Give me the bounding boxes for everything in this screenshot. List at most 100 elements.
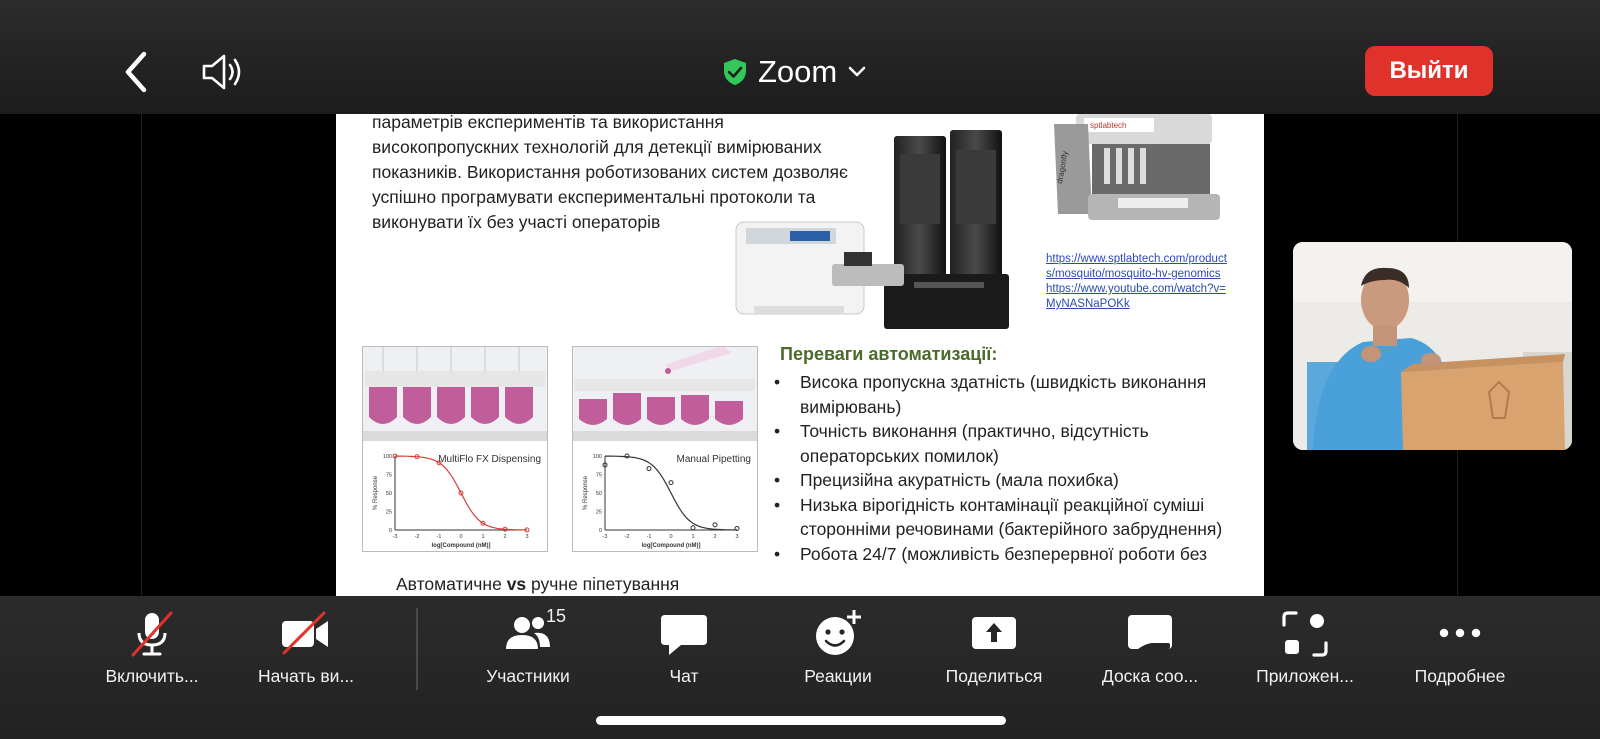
data-point — [624, 453, 630, 459]
chevron-down-icon — [848, 66, 866, 77]
shared-screen-stage: параметрів експериментів та використання… — [0, 114, 1600, 596]
data-point — [602, 462, 608, 468]
reference-link[interactable]: s/mosquito/mosquito-hv-genomics — [1046, 268, 1221, 280]
microphone-muted-icon — [122, 608, 182, 660]
chat-button[interactable]: Чат — [648, 608, 720, 688]
whiteboard-label: Доска соо... — [1101, 666, 1199, 686]
home-indicator[interactable] — [596, 716, 1006, 725]
data-point — [458, 490, 464, 496]
leave-button[interactable]: Выйти — [1365, 46, 1493, 96]
advantage-item: Прецизійна акуратність (мала похибка) — [772, 468, 1262, 493]
more-dots-icon — [1430, 608, 1490, 660]
unmute-button[interactable]: Включить... — [96, 608, 208, 688]
advantage-item: Низька вірогідність контамінації реакцій… — [772, 493, 1262, 542]
plot-caption: Автоматичне vs ручне піпетування — [396, 574, 679, 595]
reactions-button[interactable]: Реакции — [792, 608, 884, 688]
x-tick-label: 3 — [735, 534, 738, 540]
meeting-title: Zoom — [758, 54, 838, 89]
y-axis-label: % Response — [583, 475, 589, 510]
data-point — [392, 453, 398, 459]
y-tick-label: 25 — [386, 510, 392, 516]
x-tick-label: 1 — [691, 534, 694, 540]
advantages-title: Переваги автоматизації: — [780, 344, 998, 364]
data-point — [524, 527, 530, 533]
meeting-title-dropdown[interactable]: Zoom — [722, 50, 867, 94]
data-point — [734, 525, 740, 531]
y-tick-label: 100 — [593, 454, 602, 460]
chat-bubble-icon — [654, 608, 714, 660]
x-tick-label: -2 — [625, 534, 630, 540]
start-video-button[interactable]: Начать ви... — [250, 608, 362, 688]
x-tick-label: 2 — [713, 534, 716, 540]
caption-automatic: Автоматичне — [396, 574, 507, 594]
chat-label: Чат — [669, 666, 699, 686]
well-plate-pipette-image — [573, 347, 757, 441]
whiteboard-icon-graphic — [1128, 615, 1172, 649]
participant-video-tile[interactable] — [1293, 242, 1572, 450]
apps-icon — [1275, 608, 1335, 660]
x-tick-label: 1 — [481, 534, 484, 540]
x-tick-label: -1 — [437, 534, 442, 540]
more-button[interactable]: Подробнее — [1408, 608, 1512, 688]
whiteboard-icon — [1120, 608, 1180, 660]
y-axis-label: % Response — [373, 475, 379, 510]
speaker-video-image — [1293, 242, 1572, 450]
apps-button[interactable]: Приложен... — [1250, 608, 1360, 688]
y-tick-label: 75 — [386, 473, 392, 479]
robotic-dispenser-image — [735, 130, 1009, 329]
back-button[interactable] — [118, 50, 158, 94]
y-tick-label: 0 — [389, 528, 392, 534]
intro-line: високопропускних технологій для детекції… — [372, 137, 822, 157]
shared-slide: параметрів експериментів та використання… — [336, 114, 1264, 596]
share-screen-icon-graphic — [972, 617, 1016, 649]
emoji-add-icon-graphic — [816, 610, 861, 655]
reference-link[interactable]: https://www.youtube.com/watch?v= — [1046, 283, 1226, 295]
share-screen-icon — [964, 608, 1024, 660]
y-tick-label: 0 — [599, 528, 602, 534]
advantage-item: Робота 24/7 (можливість безперервної роб… — [772, 542, 1262, 567]
well-plate-image — [363, 347, 547, 441]
share-label: Поделиться — [945, 666, 1043, 686]
intro-line: успішно програмувати експериментальні пр… — [372, 187, 816, 207]
advantage-item: Висока пропускна здатність (швидкість ви… — [772, 370, 1262, 419]
data-point — [480, 520, 486, 526]
intro-line: параметрів експериментів та використання — [372, 114, 724, 132]
start-video-label: Начать ви... — [257, 666, 355, 686]
share-button[interactable]: Поделиться — [938, 608, 1050, 688]
slide-intro-text: параметрів експериментів та використання… — [372, 114, 892, 235]
data-point — [502, 526, 508, 532]
y-tick-label: 100 — [383, 454, 392, 460]
speaker-button[interactable] — [200, 52, 246, 92]
shield-check-icon — [724, 59, 746, 85]
data-point — [414, 454, 420, 460]
whiteboard-button[interactable]: Доска соо... — [1092, 608, 1208, 688]
chat-bubble-icon-graphic — [661, 615, 707, 655]
data-point — [712, 522, 718, 528]
participants-button[interactable]: 15 Участники — [478, 606, 578, 688]
reference-link[interactable]: MyNASNaPOKk — [1046, 298, 1130, 310]
data-point — [646, 466, 652, 472]
x-tick-label: 0 — [669, 534, 672, 540]
caption-vs: vs — [506, 574, 527, 594]
fit-curve — [395, 455, 527, 531]
advantage-item: Точність виконання (практично, відсутніс… — [772, 419, 1262, 468]
speaker-icon — [202, 54, 241, 90]
x-tick-label: 3 — [525, 534, 528, 540]
toolbar-separator — [416, 608, 418, 690]
x-axis-label: log[Compound (nM)] — [642, 543, 701, 549]
x-tick-label: -3 — [603, 534, 608, 540]
more-dots-icon-graphic — [1439, 628, 1481, 638]
apps-label: Приложен... — [1256, 666, 1354, 686]
participants-icon: 15 — [498, 606, 566, 660]
reference-link[interactable]: https://www.sptlabtech.com/product — [1046, 253, 1227, 265]
data-point — [436, 460, 442, 466]
participants-icon-graphic — [506, 617, 550, 649]
microphone-muted-icon-graphic — [131, 611, 173, 657]
fit-curve — [605, 455, 737, 531]
device-brand-label: sptlabtech — [1090, 121, 1126, 130]
data-point — [690, 525, 696, 531]
